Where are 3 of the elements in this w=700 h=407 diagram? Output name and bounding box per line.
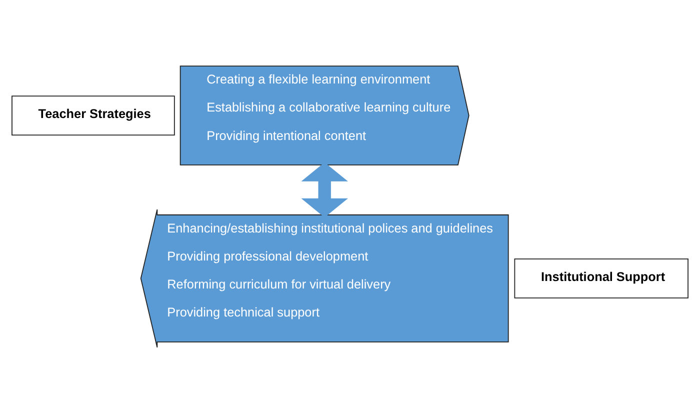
node-box: Teacher Strategies — [12, 95, 175, 135]
node-box: Institutional Support — [514, 258, 688, 298]
arrow — [301, 162, 348, 217]
